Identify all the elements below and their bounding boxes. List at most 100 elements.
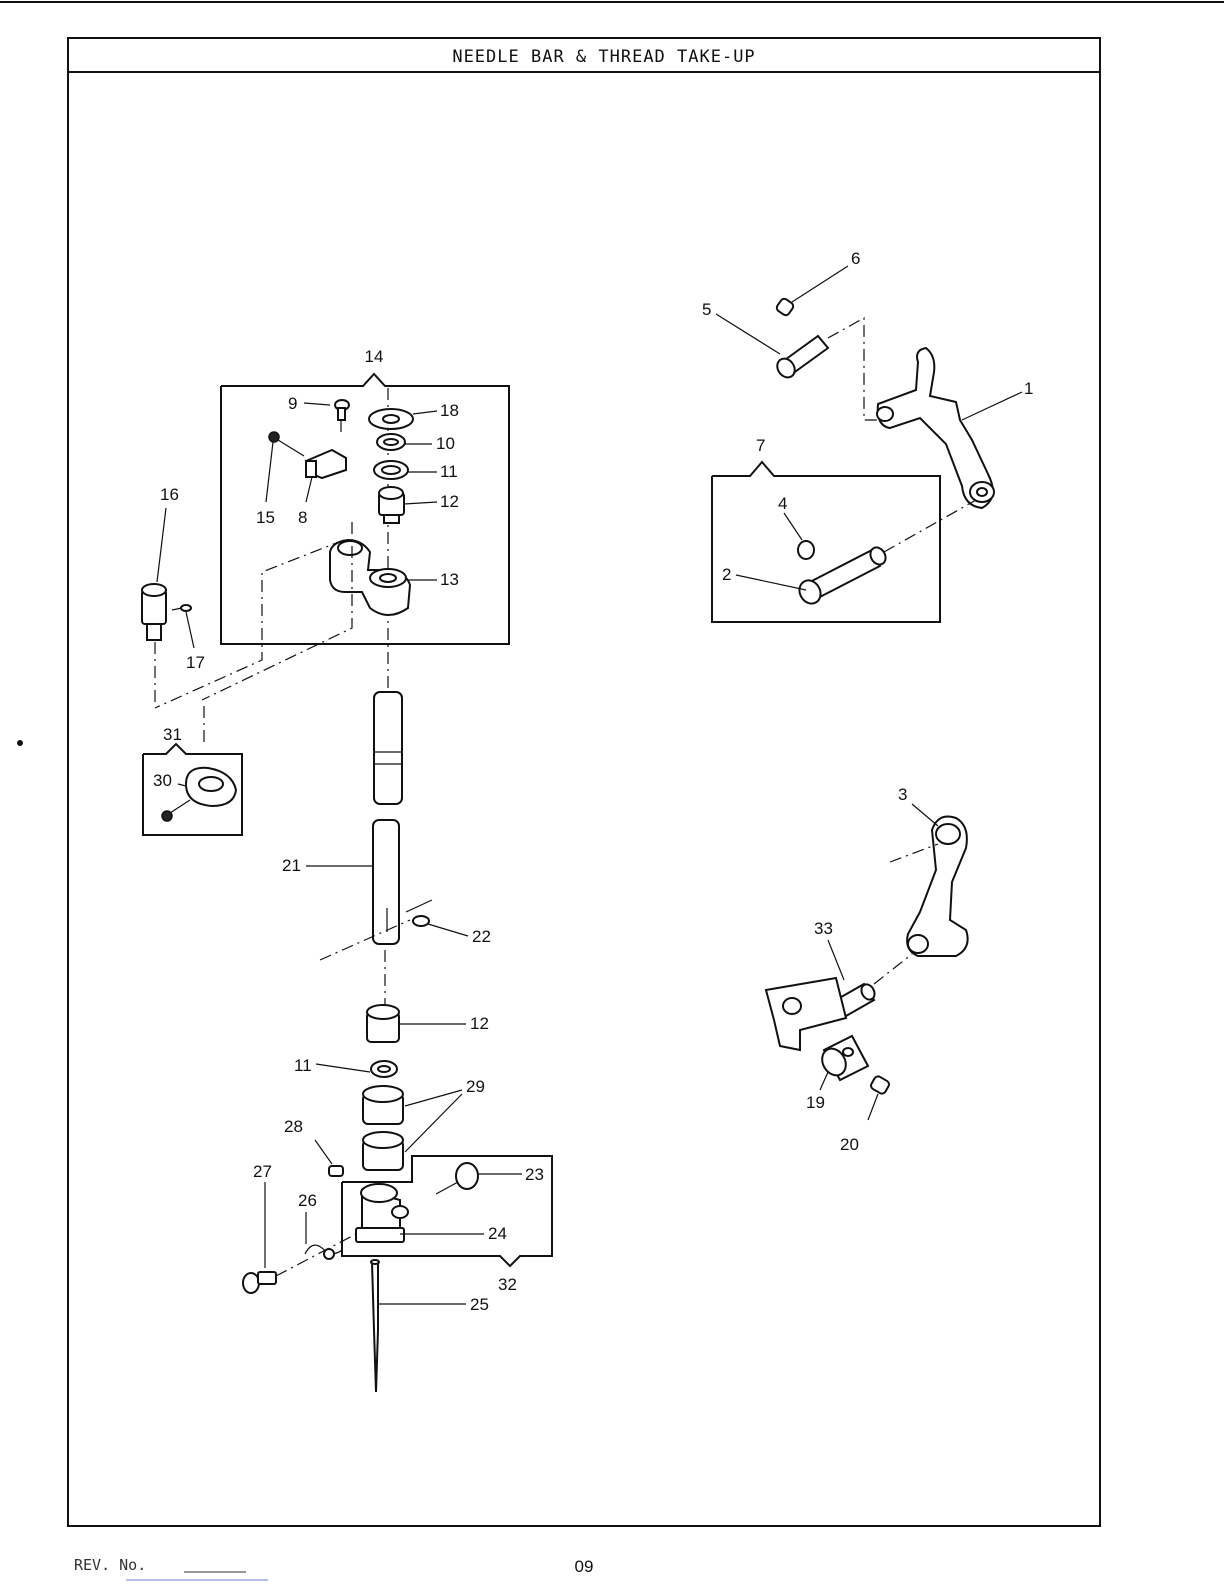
leader-29-b — [405, 1094, 462, 1152]
callout-7: 7 — [756, 436, 765, 455]
part-10-spring — [377, 434, 405, 450]
dash-3-left — [890, 844, 938, 862]
screw-27 — [243, 1272, 276, 1293]
leader-6 — [792, 266, 848, 302]
callout-26: 26 — [298, 1191, 317, 1210]
callout-15: 15 — [256, 508, 275, 527]
callout-24: 24 — [488, 1224, 507, 1243]
callout-9: 9 — [288, 394, 297, 413]
leader-20 — [868, 1094, 878, 1120]
screw-6 — [775, 297, 794, 316]
callout-20: 20 — [840, 1135, 859, 1154]
callout-11-lower: 11 — [294, 1056, 312, 1075]
leader-15 — [266, 442, 273, 502]
callout-16: 16 — [160, 485, 179, 504]
callout-12-upper: 12 — [440, 492, 459, 511]
leader-5 — [716, 314, 780, 354]
group-box-7 — [712, 462, 940, 622]
callout-31: 31 — [163, 725, 182, 744]
leader-11-lower — [316, 1064, 370, 1072]
part-26-thread-guide — [305, 1245, 342, 1259]
part-11-upper-ring — [374, 461, 408, 479]
leader-18 — [413, 411, 437, 414]
callout-18: 18 — [440, 401, 459, 420]
screw-28 — [329, 1166, 343, 1176]
part-13-crank — [330, 540, 410, 615]
leader-8 — [306, 477, 312, 502]
leader-9 — [304, 403, 330, 405]
needle-bar-21 — [373, 820, 399, 944]
screw-20 — [870, 1075, 891, 1095]
callout-4: 4 — [778, 494, 787, 513]
callout-5: 5 — [702, 300, 711, 319]
leader-2 — [736, 575, 806, 590]
callout-17: 17 — [186, 653, 205, 672]
part-11-lower-ring — [371, 1061, 397, 1077]
callout-14: 14 — [365, 347, 384, 366]
callout-8: 8 — [298, 508, 307, 527]
part-18-washer — [369, 409, 413, 429]
part-19-collar — [817, 1036, 868, 1080]
callout-33: 33 — [814, 919, 833, 938]
rev-number-label: REV. No. — [74, 1556, 146, 1574]
callout-32: 32 — [498, 1275, 517, 1294]
part-24-needle-clamp — [356, 1184, 408, 1242]
callout-3: 3 — [898, 785, 907, 804]
part-8-clamp — [306, 450, 346, 478]
screw-15 — [269, 432, 304, 456]
callout-22: 22 — [472, 927, 491, 946]
callout-2: 2 — [722, 565, 731, 584]
leader-30 — [178, 784, 186, 786]
part-1-take-up-lever — [877, 348, 994, 508]
part-3-link — [907, 817, 968, 957]
screw-4 — [798, 541, 814, 559]
screw-30 — [162, 800, 190, 821]
callout-30: 30 — [153, 771, 172, 790]
part-22-pin — [406, 900, 432, 926]
dash-2-to-1 — [884, 500, 976, 552]
callout-12-lower: 12 — [470, 1014, 489, 1033]
leader-3 — [912, 804, 938, 826]
callout-27: 27 — [253, 1162, 272, 1181]
part-29-collar-upper — [363, 1086, 403, 1124]
page-title: NEEDLE BAR & THREAD TAKE-UP — [452, 47, 755, 67]
callout-19: 19 — [806, 1093, 825, 1112]
callout-23: 23 — [525, 1165, 544, 1184]
callout-6: 6 — [851, 249, 860, 268]
leader-1 — [962, 392, 1022, 420]
page-number: 09 — [575, 1557, 594, 1576]
leader-22 — [428, 924, 468, 936]
callout-25: 25 — [470, 1295, 489, 1314]
leader-19 — [820, 1072, 828, 1090]
scan-mark-dot — [17, 740, 23, 746]
part-33-shaft — [766, 978, 877, 1050]
leader-4 — [784, 513, 802, 540]
leader-29-a — [405, 1090, 462, 1106]
callout-29: 29 — [466, 1077, 485, 1096]
leader-33 — [828, 940, 844, 980]
callout-11-upper: 11 — [440, 462, 458, 481]
leader-16 — [157, 508, 166, 582]
part-12-lower-bushing — [367, 1005, 399, 1042]
callout-21: 21 — [282, 856, 301, 875]
screw-9 — [335, 400, 349, 432]
part-29-collar-lower — [363, 1132, 403, 1170]
callout-1: 1 — [1024, 379, 1033, 398]
leader-12-upper — [404, 502, 437, 504]
part-5-pin — [774, 336, 828, 381]
leader-17 — [186, 612, 194, 648]
dash-link-13-b — [202, 522, 352, 700]
needle-bar-upper — [374, 692, 402, 804]
part-16-stud — [142, 584, 166, 640]
dash-link-13-a — [155, 540, 344, 708]
dash-33-to-3 — [874, 954, 912, 984]
part-31-eccentric — [186, 768, 236, 806]
callout-10: 10 — [436, 434, 455, 453]
screw-23 — [436, 1163, 478, 1194]
part-25-needle — [371, 1260, 379, 1392]
dash-5-to-1 — [828, 318, 884, 420]
callout-13: 13 — [440, 570, 459, 589]
leader-28 — [315, 1140, 332, 1164]
part-17-pin — [172, 605, 191, 611]
